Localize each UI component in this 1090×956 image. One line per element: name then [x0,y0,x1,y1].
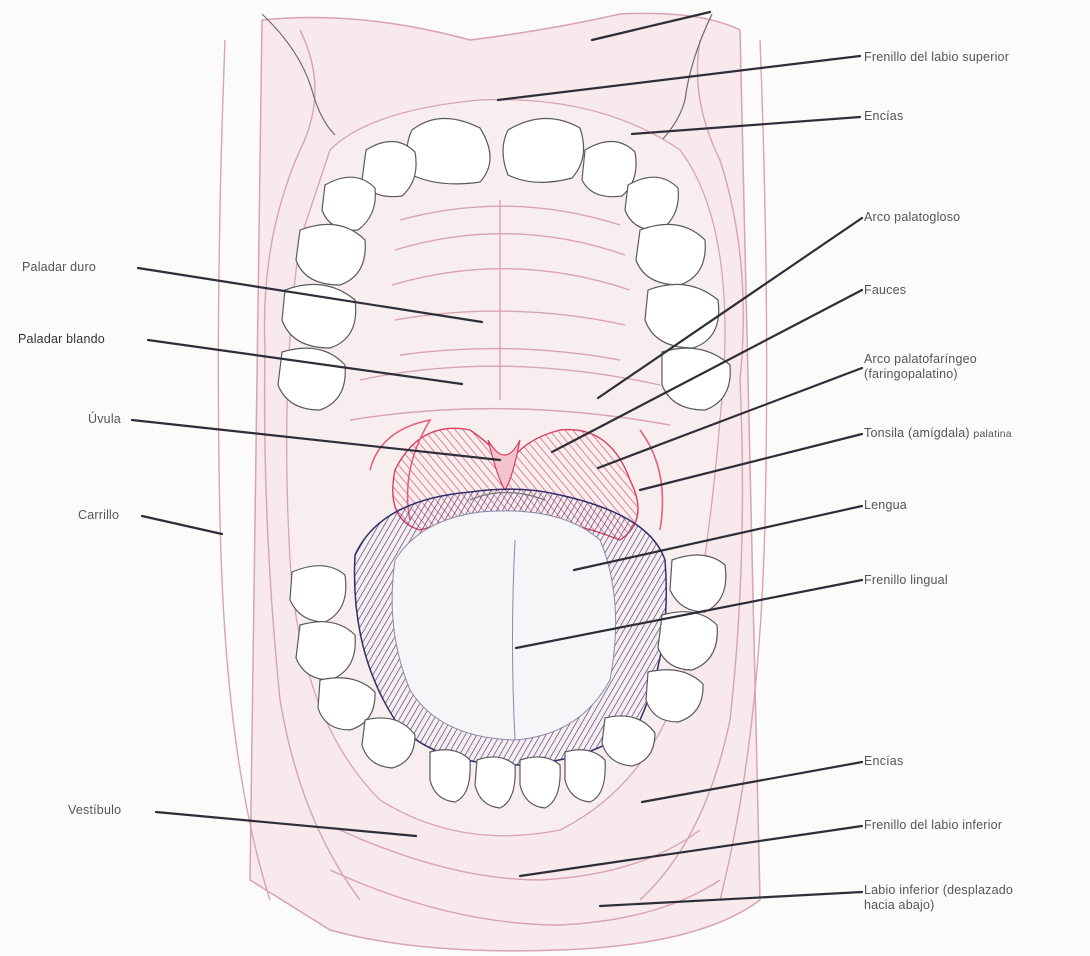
label-paladar-duro: Paladar duro [22,260,96,275]
label-arco-palatofaringeo: Arco palatofaríngeo (faringopalatino) [864,352,977,382]
label-frenillo-labio-superior: Frenillo del labio superior [864,50,1009,65]
label-encias-inferior: Encías [864,754,903,769]
label-fauces: Fauces [864,283,906,298]
label-paladar-blando: Paladar blando [18,332,105,347]
label-arco-palatogloso: Arco palatogloso [864,210,960,225]
label-frenillo-lingual: Frenillo lingual [864,573,948,588]
label-tonsila-line1: Tonsila (amígdala) [864,426,970,440]
label-labio-inferior-line1: Labio inferior (desplazado [864,883,1013,898]
label-lengua: Lengua [864,498,907,513]
label-uvula: Úvula [88,412,121,427]
leader-carrillo [142,516,222,534]
label-tonsila-palatina: Tonsila (amígdala) palatina [864,426,1012,442]
label-arco-palatofaringeo-line2: (faringopalatino) [864,367,977,382]
label-vestibulo: Vestíbulo [68,803,121,818]
label-labio-inferior-line2: hacia abajo) [864,898,1013,913]
label-encias-superior: Encías [864,109,903,124]
label-arco-palatofaringeo-line1: Arco palatofaríngeo [864,352,977,367]
label-carrillo: Carrillo [78,508,119,523]
label-tonsila-line2: palatina [973,428,1011,440]
label-frenillo-labio-inferior: Frenillo del labio inferior [864,818,1002,833]
label-labio-inferior: Labio inferior (desplazado hacia abajo) [864,883,1013,913]
